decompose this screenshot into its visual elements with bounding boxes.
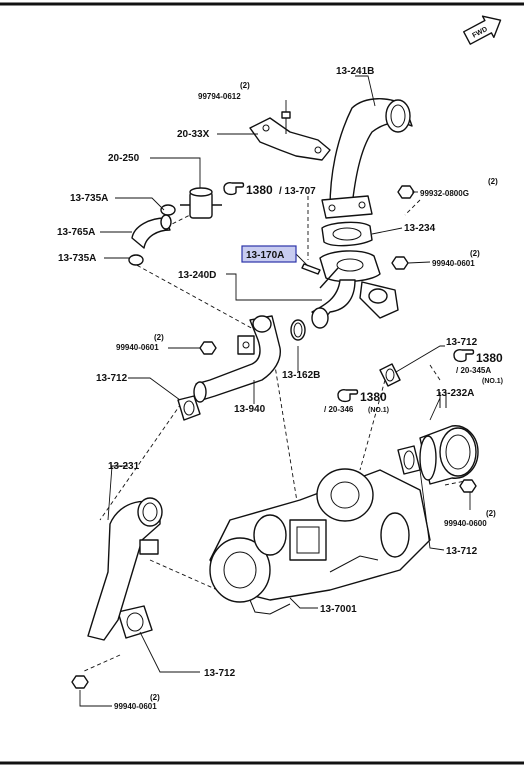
fwd-arrow-icon: FWD [463,15,502,45]
label-13-735A-top: 13-735A [70,193,108,204]
pointing-hand-icon [337,389,359,403]
gasket-13-234 [321,221,373,247]
nut-99932-0800G [397,185,415,199]
intake-pipe-13-241B [321,98,413,219]
ref-1380-b: 1380 [476,351,503,365]
label-13-7001: 13-7001 [320,604,357,615]
label-13-712-l: 13-712 [96,373,128,384]
gasket-13-712-mid [397,445,421,475]
label-13-162B: 13-162B [282,370,320,381]
qty-99932: (2) [488,177,498,186]
label-13-765A: 13-765A [57,227,95,238]
label-99940-0601-b: 99940-0601 [114,702,157,711]
highlight-13-170A [241,245,297,263]
label-99932-0800G: 99932-0800G [420,189,469,198]
label-13-231: 13-231 [108,461,140,472]
label-20-33X: 20-33X [177,129,210,140]
clamp-13-735A-mid [128,254,144,266]
label-13-241B: 13-241B [336,66,374,77]
ref-20-345A: / 20-345A [456,366,491,375]
qty-99794: (2) [240,81,250,90]
nut-99940-0601-l [199,341,217,355]
label-13-232A: 13-232A [436,388,474,399]
nut-99940-0600 [459,479,477,493]
label-99794-0612: 99794-0612 [198,92,241,101]
ref-1380-a: 1380 [246,183,273,197]
hose-13-765A [131,214,172,249]
label-13-234: 13-234 [404,223,436,234]
label-13-712-r: 13-712 [446,337,478,348]
stud-13-170A [301,263,321,275]
ref-13-707: / 13-707 [279,186,316,197]
label-13-940: 13-940 [234,404,266,415]
pointing-hand-icon [453,349,475,363]
leader-lines [79,75,471,707]
gasket-13-712-bottom [117,605,153,639]
qty-99940-b: (2) [150,693,160,702]
pointing-hand-icon [223,182,245,196]
qty-99940-r: (2) [470,249,480,258]
valve-20-250 [180,187,222,219]
studs-20-345A [439,392,447,408]
no1-c: (NO.1) [368,407,389,414]
assembly-dashed-lines [81,196,471,673]
part-labels: 13-241B (2) 99794-0612 20-33X 20-250 13-… [57,66,503,711]
label-13-712-br: 13-712 [446,546,478,557]
bracket-20-33X [249,117,331,161]
label-99940-0601-l: 99940-0601 [116,343,159,352]
intake-pipe-13-231 [87,497,163,641]
label-99940-0601-r: 99940-0601 [432,259,475,268]
turbocharger-13-7001 [209,468,431,615]
label-13-170A: 13-170A [246,250,284,261]
no1-b: (NO.1) [482,378,503,385]
qty-99940-l: (2) [154,333,164,342]
label-20-250: 20-250 [108,153,140,164]
gasket-13-712-left [177,395,201,421]
elbow-pipe-13-232A [419,425,479,485]
label-99940-0600: 99940-0600 [444,519,487,528]
label-13-712-b: 13-712 [204,668,236,679]
elbow-pipe-13-240D [311,250,399,329]
qty-99940-0600: (2) [486,509,496,518]
label-13-240D: 13-240D [178,270,216,281]
oring-13-162B [290,319,306,341]
nut-99940-0601-b [71,675,89,689]
clamp-13-735A-top [160,204,176,216]
nut-99940-0601-r [391,256,409,270]
label-13-735A-mid: 13-735A [58,253,96,264]
outlet-pipe-13-940 [193,315,281,403]
ref-20-346: / 20-346 [324,405,354,414]
gasket-13-712-right [379,363,401,387]
ref-1380-c: 1380 [360,390,387,404]
